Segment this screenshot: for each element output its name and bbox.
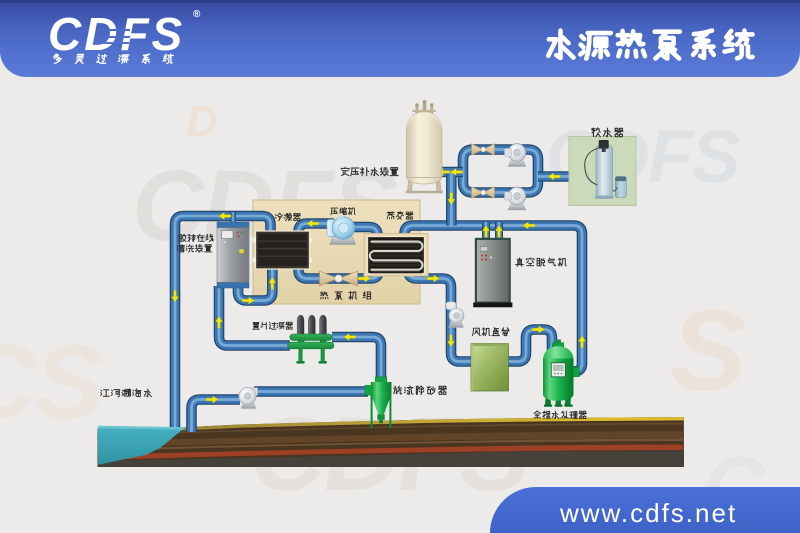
svg-text:CS: CS xyxy=(0,324,103,441)
svg-text:S: S xyxy=(670,287,747,415)
svg-text:D: D xyxy=(186,97,218,146)
